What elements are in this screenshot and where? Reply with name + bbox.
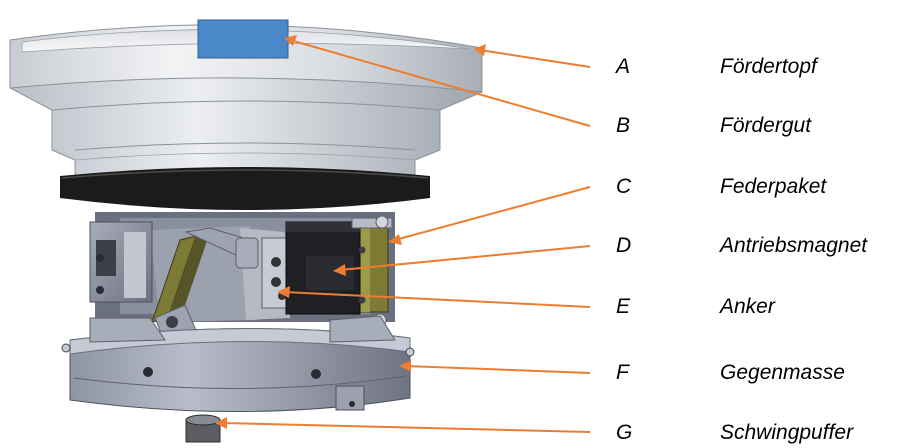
arrowhead-e — [277, 286, 290, 298]
arrow-d — [339, 245, 591, 271]
arrow-c — [394, 186, 591, 241]
label-letter: G — [616, 421, 633, 444]
label-term: Antriebsmagnet — [720, 234, 868, 257]
label-term: Anker — [720, 295, 775, 318]
label-term: Fördergut — [720, 114, 812, 137]
label-term: Gegenmasse — [720, 361, 845, 384]
label-letter: F — [616, 361, 629, 384]
vibration-buffer — [185, 414, 221, 443]
arrowhead-b — [284, 35, 297, 46]
arrowhead-c — [388, 234, 402, 245]
label-letter: E — [616, 295, 631, 318]
label-term: Fördertopf — [720, 55, 817, 78]
spring-packs — [151, 227, 389, 323]
label-term: Schwingpuffer — [720, 421, 854, 444]
arrowhead-a — [474, 44, 486, 56]
base-counter-mass — [61, 315, 415, 413]
arrowhead-d — [333, 264, 346, 276]
label-letter: A — [616, 55, 631, 78]
arrowhead-f — [399, 360, 411, 372]
arrow-b — [289, 39, 591, 127]
payload-block — [197, 19, 289, 59]
black-ring — [60, 167, 430, 210]
drive-magnet — [285, 221, 361, 315]
arrow-g — [221, 422, 591, 433]
label-term: Federpaket — [720, 175, 827, 198]
arrow-e — [283, 291, 591, 308]
left-clamp — [89, 221, 153, 303]
arrowhead-g — [215, 417, 227, 429]
leader-arrows — [215, 35, 591, 433]
arrow-f — [405, 365, 591, 374]
vibratory-bowl-feeder-illustration — [9, 19, 591, 443]
arrow-a — [479, 49, 591, 68]
label-letter: B — [616, 114, 631, 137]
label-letter: C — [616, 175, 632, 198]
label-letter: D — [616, 234, 632, 257]
